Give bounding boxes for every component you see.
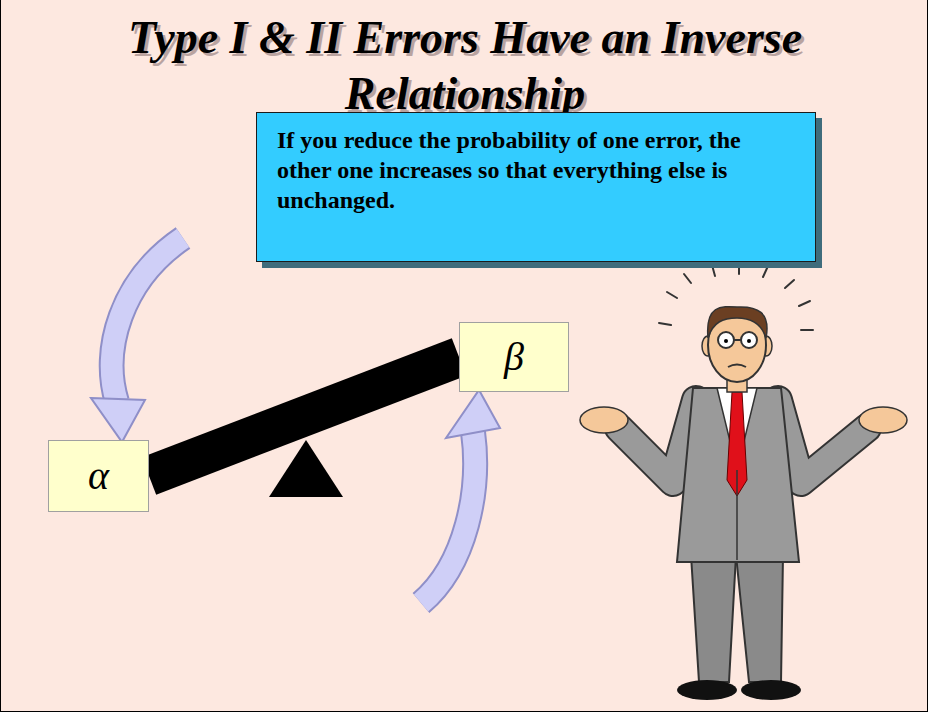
arrow-head [91, 398, 145, 442]
arm [778, 400, 867, 482]
dash [659, 323, 671, 325]
arrow-body [421, 432, 475, 603]
leg [736, 555, 783, 682]
shoe [741, 680, 801, 700]
fulcrum [269, 440, 343, 497]
box-text: If you reduce the probability of one err… [277, 125, 795, 215]
leg [691, 555, 736, 682]
beta-box: β [459, 322, 569, 392]
glasses-bridge [734, 339, 741, 341]
jacket [677, 388, 799, 562]
dash [801, 329, 813, 331]
dash [667, 292, 677, 298]
hair [708, 307, 767, 338]
eye [724, 339, 728, 343]
glasses [741, 332, 757, 348]
dash [785, 280, 794, 288]
dash [712, 265, 715, 276]
hand [580, 407, 628, 433]
curved-arrow [91, 238, 183, 442]
box-text: α [88, 453, 109, 499]
arm [619, 400, 696, 482]
glasses [718, 332, 734, 348]
arrow-body [112, 238, 183, 402]
arm [619, 400, 696, 482]
box-text: β [504, 334, 524, 380]
callout-box: If you reduce the probability of one err… [256, 112, 816, 262]
curved-arrow [421, 390, 500, 603]
dash [763, 266, 768, 277]
arrow-body [421, 432, 475, 603]
shoe [677, 680, 737, 700]
hand [859, 407, 907, 433]
eye [747, 339, 751, 343]
arrow-head [446, 390, 500, 438]
dash [799, 301, 810, 306]
dash [738, 263, 740, 274]
alpha-box: α [48, 440, 149, 512]
arrow-body [112, 238, 183, 402]
dash [684, 274, 691, 283]
slide-title: Type I & II Errors Have an Inverse Relat… [115, 10, 815, 122]
mouth [728, 365, 746, 368]
jacket-seam [736, 470, 738, 560]
confused-man [580, 263, 907, 700]
seesaw-bar [149, 357, 459, 476]
arm [778, 400, 867, 482]
